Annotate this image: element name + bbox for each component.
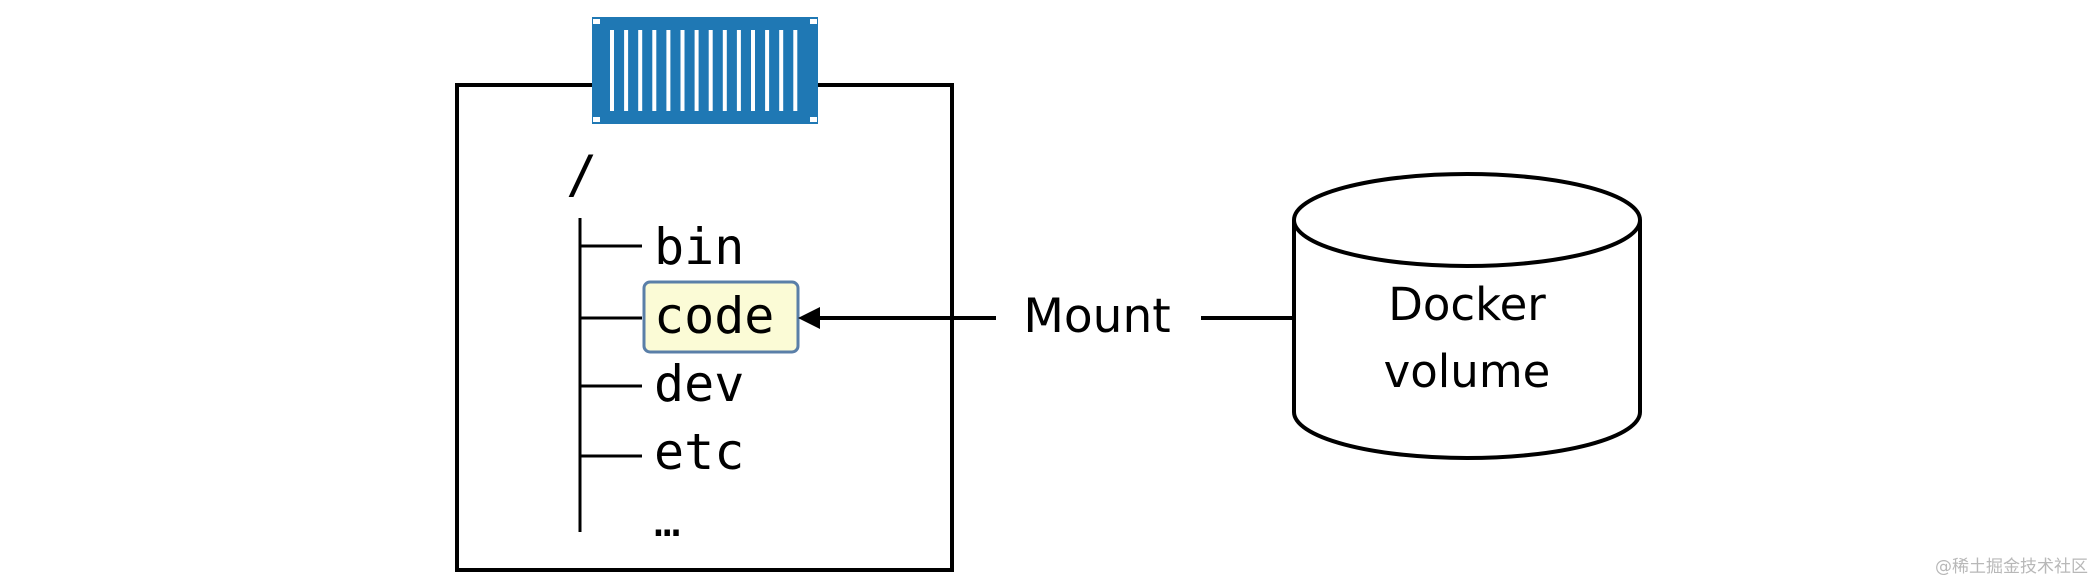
shipping-container-icon (592, 17, 818, 124)
mount-label: Mount (1023, 289, 1170, 344)
volume-label-line2: volume (1384, 345, 1551, 398)
directory-entry-dev: dev (654, 355, 744, 413)
directory-entry-bin: bin (654, 218, 744, 276)
mounted-directory-highlight (642, 280, 800, 354)
root-directory-label: / (566, 145, 597, 205)
directory-entry-etc: etc (654, 423, 744, 481)
volume-label-line1: Docker (1388, 278, 1546, 331)
watermark: @稀土掘金技术社区 (1935, 557, 2088, 577)
directory-entry-more: … (654, 496, 681, 547)
directory-entry-code: code (654, 287, 774, 345)
docker-volume-cylinder (1292, 172, 1642, 460)
mount-arrowhead (798, 307, 820, 329)
